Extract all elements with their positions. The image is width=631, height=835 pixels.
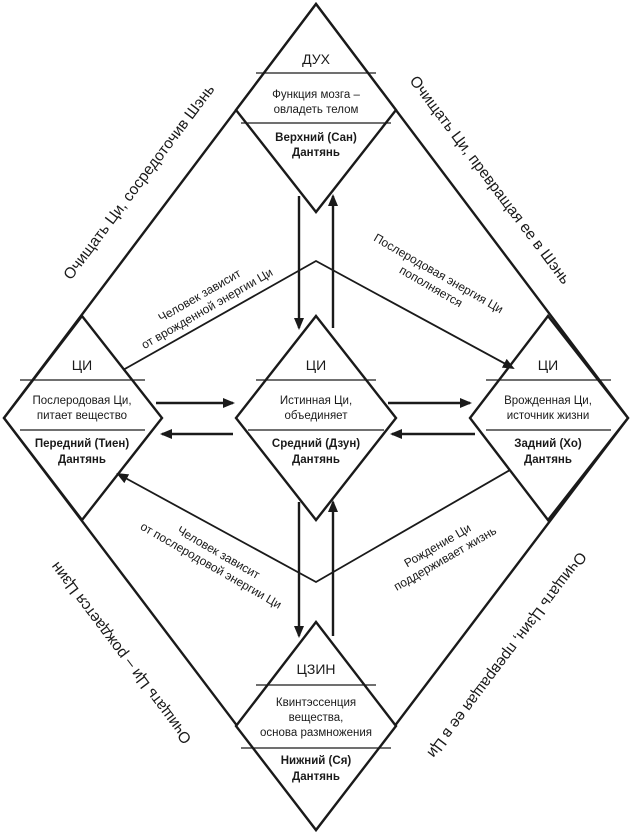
edge-label-upper-left-line-2: от врожденной энергии Ци (139, 265, 275, 352)
node-right-title: ЦИ (538, 357, 558, 373)
node-middle-title: ЦИ (306, 357, 326, 373)
node-top-desc-1: Функция мозга – (272, 89, 360, 101)
node-right-center-2: Дантянь (524, 454, 572, 466)
node-middle: ЦИ Истинная Ци, объединяет Средний (Дзун… (234, 314, 398, 522)
node-bottom-diamond (234, 620, 398, 832)
node-bottom-desc-3: основа размножения (260, 727, 372, 739)
edge-label-lower-left: Человек зависит от послеродовой энергии … (138, 519, 284, 611)
node-left-center-2: Дантянь (58, 454, 106, 466)
node-bottom-center-2: Дантянь (292, 771, 340, 783)
node-top-center-2: Дантянь (292, 147, 340, 159)
side-label-top-left: Очищать Ци, сосредоточив Шэнь (60, 81, 218, 283)
node-right: ЦИ Врожденная Ци, источник жизни Задний … (468, 314, 630, 522)
node-top-center-1: Верхний (Сан) (275, 132, 357, 144)
node-middle-center-1: Средний (Дзун) (272, 438, 360, 450)
node-left-diamond (2, 314, 164, 522)
node-right-desc-1: Врожденная Ци, (504, 395, 592, 407)
arrow-lower-v (116, 469, 511, 584)
node-top-title: ДУХ (302, 51, 331, 67)
node-bottom-center-1: Нижний (Ся) (281, 755, 352, 767)
edge-label-lower-left-line-2: от послеродовой энергии Ци (138, 519, 284, 611)
node-top-desc-2: овладеть телом (274, 104, 359, 116)
node-right-desc-2: источник жизни (507, 410, 590, 422)
edge-label-upper-left: Человек зависит от врожденной энергии Ци (139, 265, 275, 352)
side-label-bottom-left: Очищать Ци – рождается Цзин (48, 559, 196, 747)
node-middle-desc-1: Истинная Ци, (280, 395, 352, 407)
node-left-center-1: Передний (Тиен) (35, 438, 129, 450)
arrow-upper-v (122, 259, 515, 371)
edge-label-upper-right: Послеродовая энергия Ци пополняется (371, 231, 505, 317)
node-middle-desc-2: объединяет (285, 410, 349, 422)
side-label-top-right: Очищать Ци, превращая ее в Шэнь (406, 73, 574, 288)
node-left-desc-1: Послеродовая Ци, (32, 395, 131, 407)
edge-label-upper-right-line-1: Послеродовая энергия Ци (371, 231, 505, 317)
node-right-center-1: Задний (Хо) (514, 438, 582, 450)
node-middle-center-2: Дантянь (292, 454, 340, 466)
node-bottom-desc-1: Квинтэссенция (276, 697, 356, 709)
edge-label-lower-right: Рождение Ци поддерживает жизнь (391, 521, 499, 594)
node-bottom: ЦЗИН Квинтэссенция вещества, основа разм… (234, 620, 398, 832)
node-left: ЦИ Послеродовая Ци, питает вещество Пере… (2, 314, 164, 522)
node-middle-diamond (234, 314, 398, 522)
node-left-desc-2: питает вещество (37, 410, 127, 422)
node-bottom-desc-2: вещества, (289, 712, 344, 724)
node-top: ДУХ Функция мозга – овладеть телом Верхн… (234, 2, 398, 214)
node-bottom-title: ЦЗИН (297, 661, 336, 677)
node-top-diamond (234, 2, 398, 214)
node-left-title: ЦИ (72, 357, 92, 373)
